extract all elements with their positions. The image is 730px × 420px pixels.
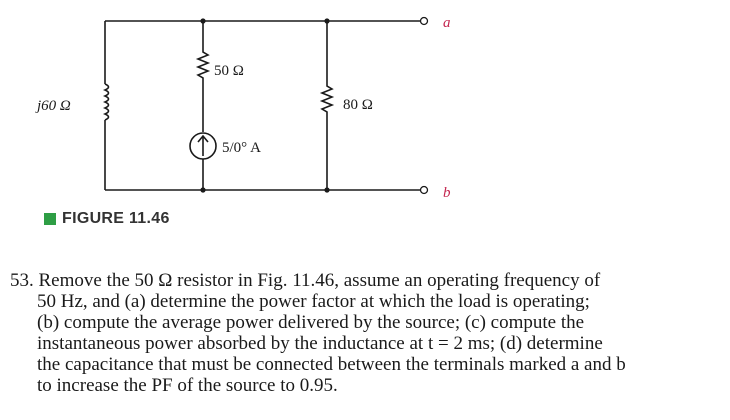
junction-dot bbox=[324, 18, 330, 24]
resistor-80-label: 80 Ω bbox=[343, 97, 373, 113]
problem-line: instantaneous power absorbed by the indu… bbox=[37, 333, 603, 354]
current-source-icon bbox=[189, 132, 217, 160]
junction-dot bbox=[200, 187, 206, 193]
resistor-50-label: 50 Ω bbox=[214, 63, 244, 79]
junction-dot bbox=[200, 18, 206, 24]
circuit-diagram: a b j60 Ω 50 Ω 80 Ω 5/0° A bbox=[35, 15, 451, 201]
problem-line: 53. Remove the 50 Ω resistor in Fig. 11.… bbox=[10, 270, 601, 291]
problem-line: 50 Hz, and (a) determine the power facto… bbox=[37, 291, 590, 312]
problem-text: 53. Remove the 50 Ω resistor in Fig. 11.… bbox=[10, 270, 725, 396]
terminal-b-label: b bbox=[443, 185, 451, 201]
junction-dot bbox=[324, 187, 330, 193]
resistor-80-symbol bbox=[319, 21, 335, 190]
problem-line: the capacitance that must be connected b… bbox=[37, 354, 626, 375]
problem-line: (b) compute the average power delivered … bbox=[37, 312, 585, 333]
problem-number: 53. bbox=[10, 270, 34, 291]
inductor-label: j60 Ω bbox=[35, 98, 71, 114]
problem-line: to increase the PF of the source to 0.95… bbox=[37, 375, 338, 396]
terminal-a-label: a bbox=[443, 15, 451, 31]
terminal-a-node bbox=[419, 16, 429, 26]
figure-caption: FIGURE 11.46 bbox=[44, 210, 170, 228]
caption-marker bbox=[44, 213, 56, 225]
inductor-branch bbox=[102, 21, 110, 190]
source-label: 5/0° A bbox=[222, 140, 261, 156]
terminal-b-node bbox=[419, 185, 429, 195]
resistor-50-symbol bbox=[195, 21, 211, 132]
figure-caption-text: FIGURE 11.46 bbox=[62, 210, 170, 227]
